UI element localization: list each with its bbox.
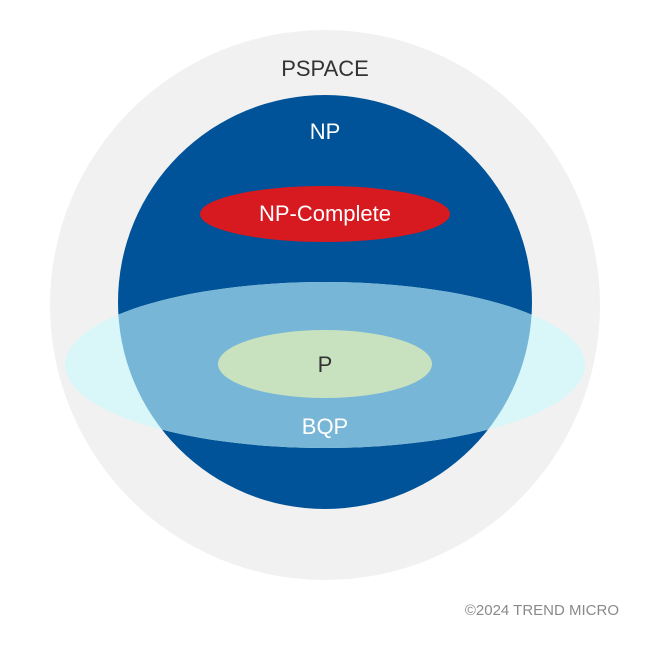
- np-complete-region: [200, 186, 450, 242]
- pspace-label: PSPACE: [281, 56, 369, 81]
- np-complete-label: NP-Complete: [259, 201, 391, 226]
- bqp-label: BQP: [302, 414, 348, 439]
- np-label: NP: [310, 119, 341, 144]
- p-label: P: [318, 352, 333, 377]
- p-region: [218, 330, 432, 398]
- copyright-text: ©2024 TREND MICRO: [464, 602, 619, 619]
